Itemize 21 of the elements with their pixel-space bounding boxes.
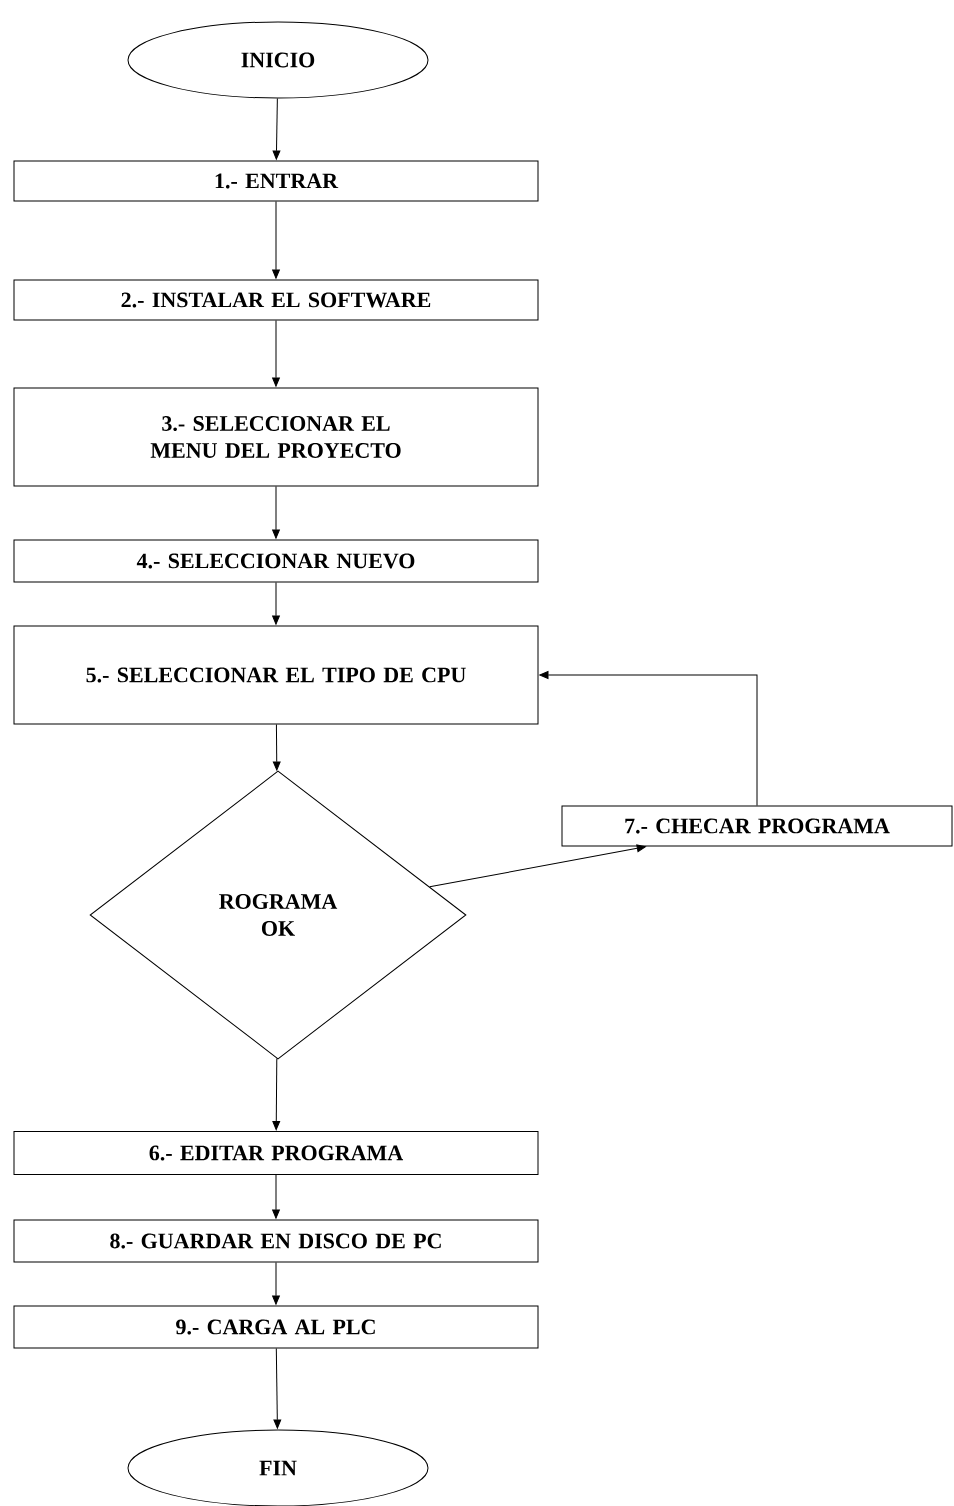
arrow [272,320,280,387]
arrow [272,486,280,539]
arrow [273,1348,282,1429]
process-box: 6.- EDITAR PROGRAMA [13,1131,539,1175]
arrow [429,844,646,888]
arrow [272,98,281,160]
arrow [539,671,758,806]
process-box: 5.- SELECCIONAR EL TIPO DE CPU [13,625,539,725]
arrow [272,582,280,625]
process-box: 1.- ENTRAR [13,160,539,202]
arrow [272,201,280,279]
arrow [272,1262,280,1305]
process-box: 3.- SELECCIONAR EL MENU DEL PROYECTO [13,387,539,487]
process-box: 7.- CHECAR PROGRAMA [561,805,953,847]
arrow [272,1058,281,1131]
arrow [272,1174,280,1219]
process-box: 2.- INSTALAR EL SOFTWARE [13,279,539,321]
arrow [272,724,281,771]
process-box: 9.- CARGA AL PLC [13,1305,539,1349]
process-box: 8.- GUARDAR EN DISCO DE PC [13,1219,539,1263]
process-box: 4.- SELECCIONAR NUEVO [13,539,539,583]
